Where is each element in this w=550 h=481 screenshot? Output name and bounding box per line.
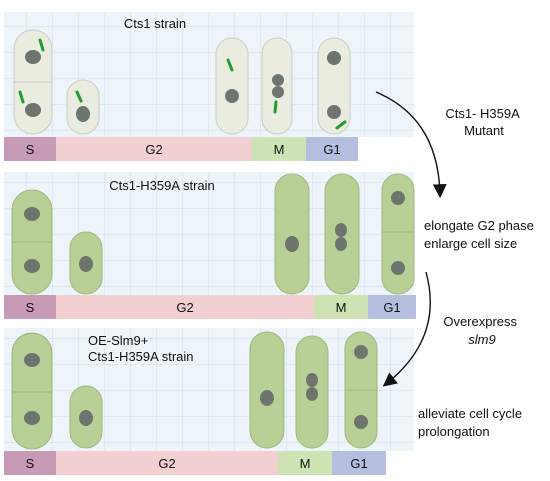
panel-3-cells xyxy=(11,331,378,450)
phase-bar-1: S G2 M G1 xyxy=(4,137,358,161)
nucleus xyxy=(354,415,368,429)
arrow-overexpress xyxy=(382,271,431,387)
septum-marker xyxy=(75,90,83,103)
nucleus xyxy=(24,353,40,367)
phase-S xyxy=(4,295,56,319)
panel-3: OE-Slm9+ Cts1-H359A strain S G2 M G1 xyxy=(4,328,414,475)
cell xyxy=(215,37,249,135)
phase-label-G2: G2 xyxy=(145,142,162,157)
cell xyxy=(344,331,378,449)
phase-label-S: S xyxy=(26,142,35,157)
cell xyxy=(317,37,351,135)
phase-G2 xyxy=(56,137,252,161)
nucleus xyxy=(25,50,41,64)
nucleus xyxy=(25,103,41,117)
effect-1-label: elongate G2 phase enlarge cell size xyxy=(424,218,538,251)
nucleus xyxy=(24,259,40,273)
panel-1-title: Cts1 strain xyxy=(124,16,186,31)
nucleus xyxy=(285,236,299,252)
phase-G2 xyxy=(56,295,314,319)
phase-label-M: M xyxy=(336,300,347,315)
cell xyxy=(295,335,329,449)
phase-G1 xyxy=(332,451,386,475)
panel-2-title: Cts1-H359A strain xyxy=(109,178,215,193)
nucleus xyxy=(391,191,405,205)
septum-marker xyxy=(273,100,278,114)
phase-G1 xyxy=(306,137,358,161)
phase-M xyxy=(278,451,332,475)
phase-M xyxy=(252,137,306,161)
nucleus xyxy=(335,223,347,237)
septum-marker xyxy=(18,90,25,104)
nucleus xyxy=(335,237,347,251)
cell xyxy=(69,231,103,295)
phase-label-G1: G1 xyxy=(323,142,340,157)
panel-2-cells xyxy=(11,173,415,295)
nucleus xyxy=(391,261,405,275)
panel-1-cells xyxy=(13,29,351,135)
phase-bar-2: S G2 M G1 xyxy=(4,295,416,319)
nucleus xyxy=(327,51,341,65)
arrow-mutation-label: Cts1- H359A Mutant xyxy=(445,106,522,138)
phase-label-G1: G1 xyxy=(383,300,400,315)
cell xyxy=(11,189,53,295)
cell xyxy=(261,37,293,135)
nucleus xyxy=(272,86,284,98)
phase-S xyxy=(4,451,56,475)
septum-marker xyxy=(226,58,234,72)
septum-marker xyxy=(335,120,347,130)
nucleus xyxy=(76,106,90,122)
cell xyxy=(274,173,310,295)
phase-label-G2: G2 xyxy=(158,456,175,471)
nucleus xyxy=(24,411,40,425)
cell xyxy=(66,79,100,135)
phase-label-M: M xyxy=(300,456,311,471)
phase-S xyxy=(4,137,56,161)
arrow-overexpress-label: Overexpress slm9 xyxy=(443,314,520,347)
nucleus xyxy=(327,105,341,119)
nucleus xyxy=(306,387,318,401)
phase-G1 xyxy=(368,295,416,319)
nucleus xyxy=(225,89,239,103)
effect-2-label: alleviate cell cycle prolongation xyxy=(418,406,526,439)
phase-bar-3: S G2 M G1 xyxy=(4,451,386,475)
panel-1-grid xyxy=(4,12,414,137)
phase-label-G2: G2 xyxy=(176,300,193,315)
phase-label-S: S xyxy=(26,300,35,315)
septum-marker xyxy=(38,38,45,52)
cell xyxy=(11,332,53,450)
nucleus xyxy=(79,410,93,426)
cell xyxy=(381,173,415,295)
cell xyxy=(324,173,360,295)
phase-label-G1: G1 xyxy=(350,456,367,471)
phase-G2 xyxy=(56,451,278,475)
panel-3-title: OE-Slm9+ Cts1-H359A strain xyxy=(88,333,194,364)
phase-label-S: S xyxy=(26,456,35,471)
nucleus xyxy=(354,345,368,359)
cell xyxy=(249,331,285,449)
phase-label-M: M xyxy=(274,142,285,157)
nucleus xyxy=(79,256,93,272)
arrow-mutation xyxy=(375,91,447,199)
phase-M xyxy=(314,295,368,319)
nucleus xyxy=(24,207,40,221)
panel-2: Cts1-H359A strain S G2 M G1 xyxy=(4,172,416,319)
cell xyxy=(69,385,103,449)
cell xyxy=(13,29,53,135)
nucleus xyxy=(306,373,318,387)
nucleus xyxy=(260,390,274,406)
nucleus xyxy=(272,74,284,86)
panel-1: Cts1 strain S G2 M G1 xyxy=(4,12,414,161)
